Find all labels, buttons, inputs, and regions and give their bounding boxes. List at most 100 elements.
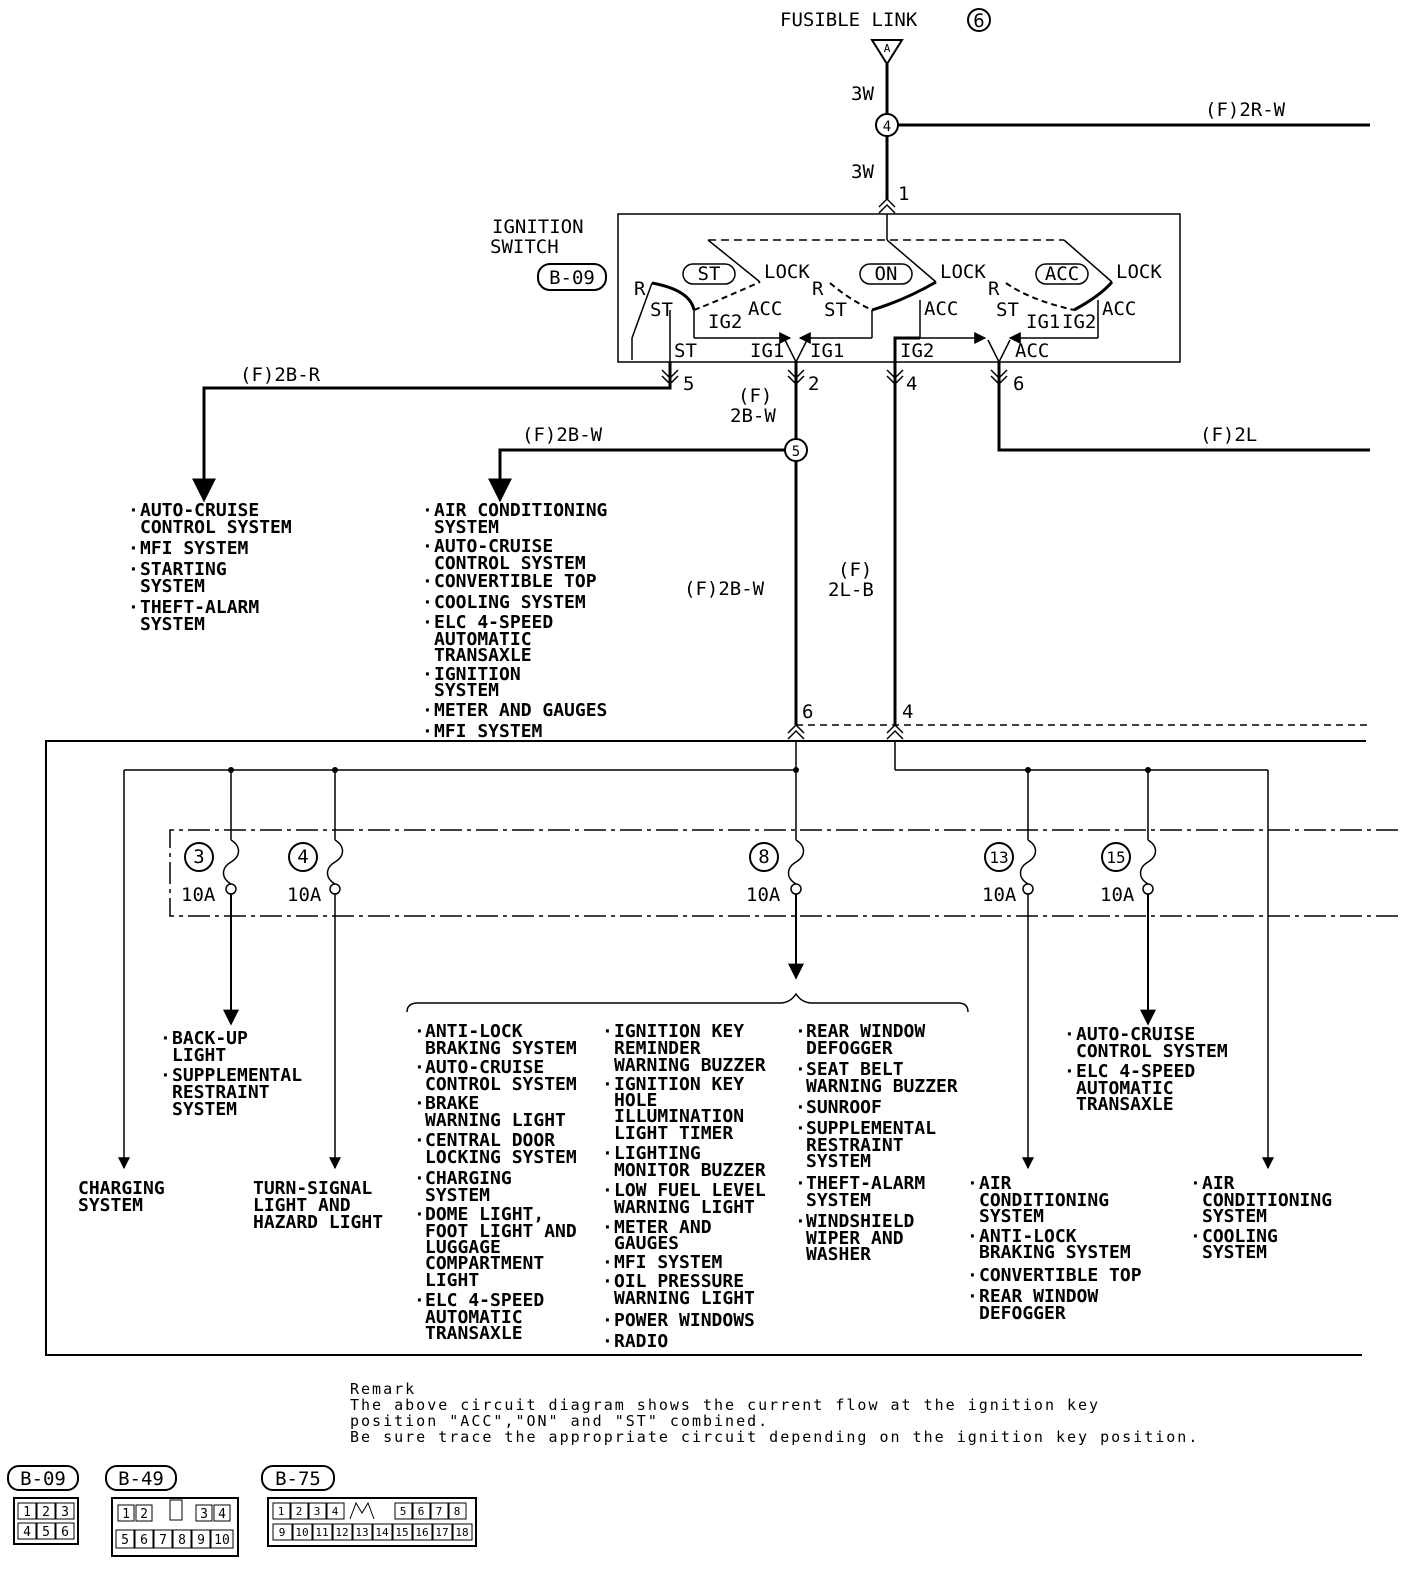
svg-text:SYSTEM: SYSTEM	[806, 1190, 871, 1211]
pin-2-label: 2	[808, 373, 819, 395]
svg-text:AUTO-CRUISE: AUTO-CRUISE	[1076, 1024, 1195, 1045]
svg-text:AIR: AIR	[1202, 1173, 1235, 1194]
mode-on-badge: ON	[859, 263, 913, 285]
svg-text:·: ·	[602, 1143, 613, 1164]
svg-text:IGNITION: IGNITION	[434, 664, 521, 685]
fuse-8-load-list-col3: ·REAR WINDOW DEFOGGER ·SEAT BELT WARNING…	[795, 1021, 958, 1265]
svg-text:9: 9	[279, 1526, 286, 1539]
connector-a-symbol: A	[870, 39, 904, 66]
pin-5-label: 5	[683, 373, 694, 395]
svg-text:·: ·	[1064, 1061, 1075, 1082]
svg-text:ELC 4-SPEED: ELC 4-SPEED	[1076, 1061, 1195, 1082]
svg-text:WARNING BUZZER: WARNING BUZZER	[614, 1055, 766, 1076]
svg-text:WARNING LIGHT: WARNING LIGHT	[614, 1197, 755, 1218]
svg-text:CONVERTIBLE TOP: CONVERTIBLE TOP	[434, 571, 597, 592]
wire-label-3w-upper: 3W	[851, 83, 874, 105]
arc-acc	[1073, 281, 1114, 312]
contact-st-st: ST	[650, 299, 673, 321]
svg-text:ACC: ACC	[1045, 263, 1079, 285]
svg-text:POWER WINDOWS: POWER WINDOWS	[614, 1310, 755, 1331]
svg-text:COOLING: COOLING	[1202, 1226, 1278, 1247]
contact-lock-st: LOCK	[764, 261, 810, 283]
junction-4: 4	[875, 113, 899, 137]
fuse-3-load-list: ·BACK-UP LIGHT ·SUPPLEMENTAL RESTRAINT S…	[160, 1028, 302, 1120]
svg-text:10: 10	[295, 1526, 308, 1539]
connector-b-75: B-75 1 2 3 4 5 6 7 8 9 10 11 12 13 14 15…	[261, 1465, 477, 1547]
turn-signal-load: TURN-SIGNAL LIGHT AND HAZARD LIGHT	[253, 1178, 383, 1233]
arc-on-dashed	[829, 282, 873, 311]
svg-text:1: 1	[122, 1507, 130, 1522]
svg-text:SYSTEM: SYSTEM	[434, 517, 499, 538]
junction-pin-6-label: 6	[802, 701, 813, 723]
svg-text:16: 16	[415, 1526, 428, 1539]
svg-text:AUTOMATIC: AUTOMATIC	[434, 629, 532, 650]
arc-on	[871, 280, 937, 312]
connector-b-49: B-49 1 2 3 4 5 6 7 8 9 10	[105, 1465, 239, 1557]
svg-text:SYSTEM: SYSTEM	[806, 1151, 871, 1172]
wire-ig2-trunk	[893, 336, 920, 725]
svg-text:LOCKING SYSTEM: LOCKING SYSTEM	[425, 1147, 577, 1168]
svg-text:AUTOMATIC: AUTOMATIC	[425, 1307, 523, 1328]
link-st-out	[631, 282, 653, 339]
svg-text:·: ·	[602, 1217, 613, 1238]
svg-text:8: 8	[178, 1533, 186, 1548]
fuse-8: 8 10A	[746, 770, 805, 980]
junction-ig1-v	[784, 339, 808, 364]
svg-text:CONDITIONING: CONDITIONING	[1202, 1190, 1332, 1211]
svg-text:5: 5	[400, 1505, 407, 1518]
svg-text:4: 4	[218, 1507, 226, 1522]
svg-text:·: ·	[414, 1130, 425, 1151]
svg-text:·: ·	[795, 1059, 806, 1080]
svg-text:·: ·	[602, 1271, 613, 1292]
svg-text:DOME LIGHT,: DOME LIGHT,	[425, 1204, 544, 1225]
svg-text:·: ·	[422, 592, 433, 613]
svg-text:·: ·	[795, 1173, 806, 1194]
svg-text:10A: 10A	[746, 884, 781, 906]
wire-2b-r	[192, 362, 672, 503]
pin-6-label: 6	[1013, 373, 1024, 395]
svg-text:·: ·	[414, 1290, 425, 1311]
svg-text:SYSTEM: SYSTEM	[434, 680, 499, 701]
ig1-line-load-list: ·AIR CONDITIONING SYSTEM ·AUTO-CRUISE CO…	[422, 500, 607, 742]
fuse-8-load-brace	[406, 992, 969, 1013]
switch-arm-st	[707, 239, 761, 283]
svg-text:TRANSAXLE: TRANSAXLE	[1076, 1094, 1174, 1115]
svg-text:AIR: AIR	[979, 1173, 1012, 1194]
wire-label-3w-lower: 3W	[851, 161, 874, 183]
svg-text:LIGHT: LIGHT	[172, 1045, 226, 1066]
svg-text:·: ·	[602, 1252, 613, 1273]
svg-text:5: 5	[42, 1525, 50, 1540]
fuse-13-load-list: ·AIR CONDITIONING SYSTEM ·ANTI-LOCK BRAK…	[967, 1173, 1142, 1324]
svg-text:WARNING LIGHT: WARNING LIGHT	[614, 1288, 755, 1309]
svg-text:METER AND GAUGES: METER AND GAUGES	[434, 700, 607, 721]
contact-st-acc: ST	[996, 299, 1019, 321]
connector-pin-1-mark	[878, 197, 896, 214]
svg-text:BRAKE: BRAKE	[425, 1093, 479, 1114]
svg-text:TRANSAXLE: TRANSAXLE	[425, 1323, 523, 1344]
svg-text:·: ·	[414, 1021, 425, 1042]
svg-text:OIL PRESSURE: OIL PRESSURE	[614, 1271, 744, 1292]
svg-text:5: 5	[121, 1533, 129, 1548]
svg-text:10A: 10A	[982, 884, 1017, 906]
svg-text:11: 11	[315, 1526, 328, 1539]
charging-system-load: CHARGING SYSTEM	[78, 1178, 165, 1216]
svg-text:CONTROL SYSTEM: CONTROL SYSTEM	[434, 553, 586, 574]
contact-acc-st: ACC	[748, 298, 782, 320]
svg-text:10A: 10A	[181, 884, 216, 906]
svg-text:BRAKING SYSTEM: BRAKING SYSTEM	[979, 1242, 1131, 1263]
svg-text:COMPARTMENT: COMPARTMENT	[425, 1253, 544, 1274]
svg-text:·: ·	[160, 1028, 171, 1049]
svg-text:·: ·	[414, 1168, 425, 1189]
svg-text:·: ·	[422, 612, 433, 633]
svg-text:·: ·	[602, 1180, 613, 1201]
svg-text:RESTRAINT: RESTRAINT	[806, 1135, 904, 1156]
svg-text:·: ·	[160, 1065, 171, 1086]
fuse-13: 13 10A	[982, 770, 1037, 1170]
fuse-15: 15 10A	[1100, 770, 1157, 1026]
svg-text:BRAKING SYSTEM: BRAKING SYSTEM	[425, 1038, 577, 1059]
svg-text:·: ·	[128, 538, 139, 559]
wire-label-2l: (F)2L	[1200, 424, 1257, 446]
svg-text:ILLUMINATION: ILLUMINATION	[614, 1106, 744, 1127]
contact-lock-on: LOCK	[940, 261, 986, 283]
svg-text:MFI SYSTEM: MFI SYSTEM	[140, 538, 249, 559]
